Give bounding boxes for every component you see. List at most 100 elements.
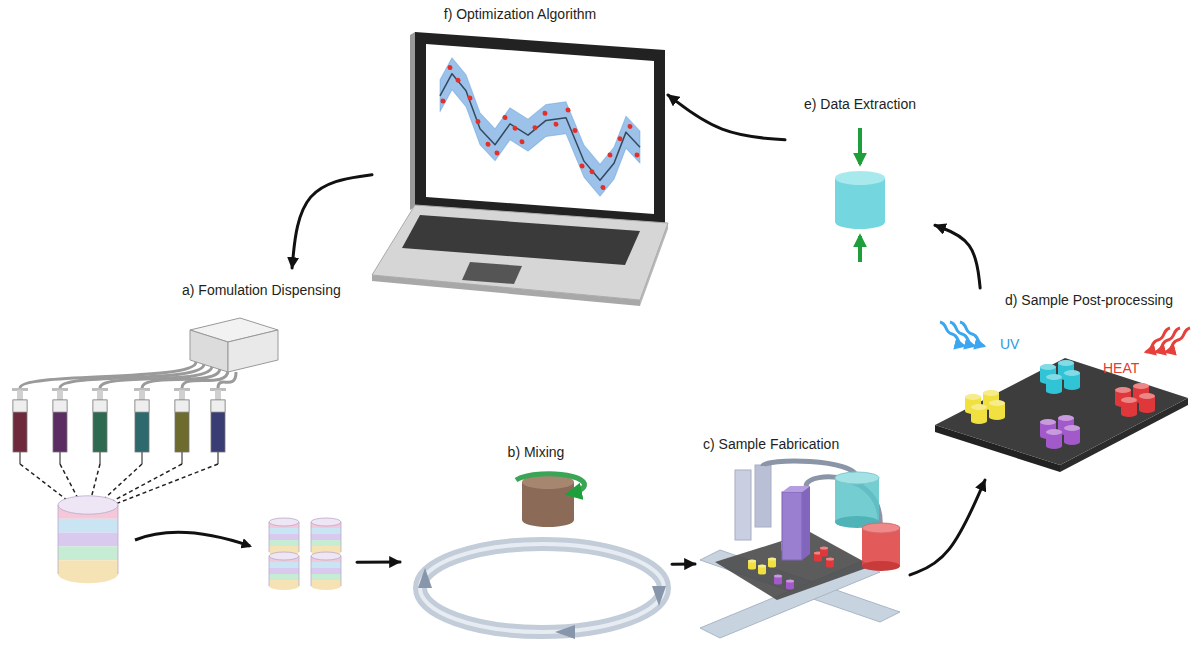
curing-plate-illustration bbox=[1046, 429, 1062, 449]
stage-panel: e) Data Extraction bbox=[785, 90, 935, 268]
laptop-illustration bbox=[580, 163, 585, 168]
dispensing-illustration bbox=[92, 388, 108, 464]
curing-plate-illustration bbox=[1146, 328, 1190, 352]
laptop-illustration bbox=[618, 136, 623, 141]
printer-illustration bbox=[862, 523, 900, 533]
mixer-illustration bbox=[652, 586, 666, 606]
printer-illustration bbox=[768, 558, 776, 568]
dispensing-illustration bbox=[20, 464, 218, 510]
flow-arrow bbox=[910, 480, 985, 575]
printer-illustration bbox=[786, 580, 794, 590]
laptop-illustration bbox=[590, 169, 595, 174]
printer-illustration bbox=[782, 492, 802, 560]
printer-illustration bbox=[748, 560, 756, 570]
stage-heading: a) Fomulation Dispensing bbox=[182, 282, 341, 299]
stage-heading: e) Data Extraction bbox=[804, 96, 916, 113]
printer-illustration bbox=[835, 472, 879, 484]
mixer-illustration bbox=[420, 544, 664, 632]
compression-test-illustration bbox=[858, 236, 862, 262]
printer-illustration bbox=[755, 465, 771, 527]
dispensing-illustration bbox=[228, 330, 278, 372]
stage-panel: b) Mixing bbox=[400, 438, 672, 645]
curing-plate-illustration bbox=[935, 322, 1190, 472]
flow-arrow bbox=[672, 562, 695, 565]
curing-plate-illustration bbox=[1166, 328, 1190, 352]
stage-panel: d) Sample Post-processing bbox=[925, 288, 1194, 480]
curing-plate-illustration bbox=[971, 404, 987, 424]
laptop-illustration bbox=[440, 57, 640, 199]
laptop-illustration bbox=[440, 57, 640, 199]
laptop-illustration bbox=[513, 126, 518, 131]
laptop-illustration bbox=[456, 77, 461, 82]
printer-illustration bbox=[774, 575, 782, 585]
mixer-illustration bbox=[522, 513, 574, 527]
compression-test-illustration bbox=[835, 215, 885, 229]
laptop-illustration bbox=[468, 95, 473, 100]
laptop-illustration bbox=[486, 142, 491, 147]
laptop-illustration bbox=[566, 107, 571, 112]
curing-plate-illustration bbox=[1064, 370, 1080, 390]
dispensing-illustration bbox=[311, 518, 341, 556]
compression-test-illustration bbox=[835, 128, 885, 262]
mixer-illustration bbox=[555, 625, 575, 639]
printer-illustration bbox=[758, 565, 766, 575]
laptop-illustration bbox=[520, 139, 525, 144]
dispensing-illustration bbox=[12, 388, 28, 464]
printer-illustration bbox=[700, 461, 900, 638]
laptop-illustration bbox=[628, 124, 633, 129]
stage-heading: d) Sample Post-processing bbox=[1005, 292, 1173, 309]
annotation-label: UV bbox=[1000, 336, 1019, 353]
stage-heading: c) Sample Fabrication bbox=[703, 436, 839, 453]
dispensing-illustration bbox=[52, 388, 68, 464]
printer-illustration bbox=[862, 561, 900, 571]
compression-test-illustration bbox=[858, 128, 862, 164]
flow-arrow bbox=[668, 95, 785, 140]
dispensing-illustration bbox=[135, 532, 250, 546]
dispensing-illustration bbox=[134, 388, 150, 464]
laptop-illustration bbox=[415, 32, 665, 225]
laptop-illustration bbox=[495, 150, 500, 155]
mixer-illustration bbox=[516, 474, 584, 494]
dispensing-illustration bbox=[269, 518, 299, 556]
laptop-illustration bbox=[372, 205, 668, 300]
laptop-illustration bbox=[448, 65, 453, 70]
printer-illustration bbox=[820, 547, 828, 557]
laptop-illustration bbox=[503, 115, 508, 120]
laptop-illustration bbox=[573, 128, 578, 133]
laptop-illustration bbox=[601, 185, 606, 190]
flow-arrow bbox=[935, 225, 980, 288]
dispensing-illustration bbox=[210, 388, 226, 464]
laptop-illustration bbox=[441, 64, 640, 192]
dispensing-illustration bbox=[174, 388, 190, 464]
stage-heading: b) Mixing bbox=[508, 444, 565, 461]
curing-plate-illustration bbox=[1139, 393, 1155, 413]
laptop-illustration bbox=[543, 111, 548, 116]
laptop-illustration bbox=[476, 119, 481, 124]
dispensing-illustration bbox=[58, 496, 118, 583]
curing-plate-illustration bbox=[960, 322, 984, 346]
laptop-illustration bbox=[402, 215, 640, 265]
curing-plate-illustration bbox=[1046, 374, 1062, 394]
laptop-illustration bbox=[533, 125, 538, 130]
printer-illustration bbox=[862, 528, 900, 566]
dispensing-illustration bbox=[12, 318, 341, 590]
dispensing-illustration bbox=[142, 368, 220, 388]
printer-illustration bbox=[802, 486, 810, 560]
flow-arrow bbox=[357, 560, 400, 563]
stage-panel: c) Sample Fabrication bbox=[695, 430, 910, 645]
stage-panel: f) Optimization Algorithm bbox=[372, 2, 668, 305]
dispensing-illustration bbox=[218, 372, 236, 388]
curing-plate-illustration bbox=[1121, 397, 1137, 417]
laptop-illustration bbox=[440, 73, 640, 183]
laptop-illustration bbox=[462, 262, 522, 284]
laptop-illustration bbox=[608, 152, 613, 157]
curing-plate-illustration bbox=[935, 358, 1188, 465]
printer-illustration bbox=[806, 477, 880, 528]
laptop-illustration bbox=[410, 32, 415, 210]
laptop-illustration bbox=[372, 32, 668, 306]
laptop-illustration bbox=[635, 152, 640, 157]
flow-arrow bbox=[292, 175, 372, 268]
